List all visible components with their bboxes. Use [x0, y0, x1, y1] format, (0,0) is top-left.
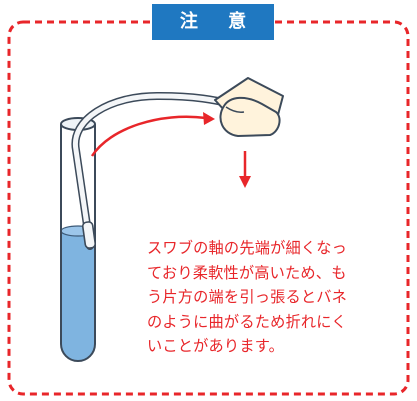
swab-shaft: [71, 91, 236, 250]
note-line: いことがあります。: [147, 337, 284, 355]
test-tube: [60, 117, 96, 362]
note-line: のように曲がるため折れにく: [147, 312, 347, 331]
down-arrow: [239, 151, 251, 188]
note-line: ており柔軟性が高いため、も: [147, 263, 347, 282]
note-text: スワブの軸の先端が細くなっ ており柔軟性が高いため、も う片方の端を引っ張るとバ…: [147, 236, 401, 359]
hand: [214, 77, 284, 137]
caution-badge: 注 意: [152, 4, 274, 40]
note-line: う片方の端を引っ張るとバネ: [147, 288, 348, 306]
note-line: スワブの軸の先端が細くなっ: [147, 239, 348, 257]
liquid: [61, 231, 95, 361]
pull-direction-arrow: [90, 112, 215, 157]
